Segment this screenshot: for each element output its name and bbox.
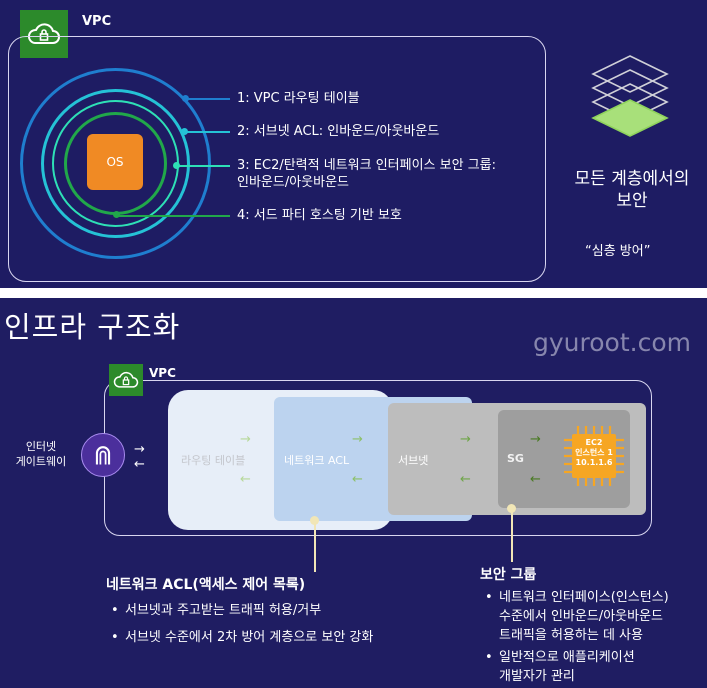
bullet-dot: • [111, 603, 119, 618]
ec2-instance-label: EC2 인스턴스 1 10.1.1.6 [562, 438, 626, 468]
panel-divider [0, 288, 707, 298]
network-acl-label: 네트워크 ACL [284, 454, 350, 467]
igw-inbound-arrow: → [134, 442, 145, 457]
bullet-dot: • [485, 650, 493, 665]
sg-connector-dot [507, 504, 516, 513]
vpc-cloud-icon [20, 10, 68, 58]
sg-bullet-2-line1: 일반적으로 애플리케이션 [499, 650, 635, 665]
defense-in-depth-label: “심층 방어” [585, 244, 651, 259]
nacl-section-title: 네트워크 ACL(액세스 제어 목록) [106, 577, 306, 593]
sg-bullet-1-line3: 트래픽을 허용하는 데 사용 [499, 628, 643, 643]
routing-outbound-arrow: ← [240, 472, 251, 487]
layer-2-text: 2: 서브넷 ACL: 인바운드/아웃바운드 [237, 124, 440, 139]
watermark: gyuroot.com [533, 328, 691, 357]
subnet-label: 서브넷 [398, 454, 429, 467]
bottom-panel: 인프라 구조화 gyuroot.com VPC 인터넷 게이트웨이 → ← 라우… [0, 298, 707, 688]
layer-3-dot [173, 162, 180, 169]
sg-connector [511, 512, 513, 562]
routing-inbound-arrow: → [240, 432, 251, 447]
layer-4-dot [113, 211, 120, 218]
ec2-label-line1: EC2 [585, 438, 603, 447]
sg-bullet-1-line1: 네트워크 인터페이스(인스턴스) [499, 590, 669, 605]
ring-subnet-acl [41, 89, 190, 238]
nacl-connector [314, 524, 316, 572]
internet-gateway-label: 인터넷 게이트웨이 [4, 439, 78, 469]
layer-3-text-line1: 3: EC2/탄력적 네트워크 인터페이스 보안 그룹: [237, 158, 496, 173]
nacl-inbound-arrow: → [352, 432, 363, 447]
subnet-outbound-arrow: ← [460, 472, 471, 487]
layer-2-line [186, 131, 230, 133]
ec2-instance-icon [564, 426, 624, 486]
sg-bullet-2-line2: 개발자가 관리 [499, 669, 575, 684]
os-box: OS [87, 134, 143, 190]
nacl-bullet-2-text: 서브넷 수준에서 2차 방어 계층으로 보안 강화 [125, 630, 374, 645]
vpc-cloud-icon-bottom [109, 364, 143, 396]
layer-3-line [177, 165, 230, 167]
sg-inbound-arrow: → [530, 432, 541, 447]
nacl-bullet-1: • 서브넷과 주고받는 트래픽 허용/거부 [111, 601, 322, 620]
layer-1-line [187, 98, 230, 100]
sg-outbound-arrow: ← [530, 472, 541, 487]
nacl-bullet-2: • 서브넷 수준에서 2차 방어 계층으로 보안 강화 [111, 628, 374, 647]
layer-1-text: 1: VPC 라우팅 테이블 [237, 91, 360, 106]
nacl-connector-dot [310, 516, 319, 525]
layer-4-text: 4: 서드 파티 호스팅 기반 보호 [237, 208, 402, 223]
top-panel: VPC OS 1: VPC 라우팅 테이블 2: 서브넷 ACL: 인바운드/아… [0, 0, 707, 288]
bullet-dot: • [485, 590, 493, 605]
vpc-label-bottom: VPC [149, 366, 176, 380]
layer-4-line [118, 215, 230, 217]
bullet-dot: • [111, 630, 119, 645]
sg-section-title: 보안 그룹 [480, 567, 537, 583]
nacl-bullet-1-text: 서브넷과 주고받는 트래픽 허용/거부 [125, 603, 322, 618]
security-group-label: SG [507, 452, 524, 465]
layer-1-dot [182, 95, 189, 102]
security-every-layer-line2: 보안 [616, 191, 648, 211]
sg-bullet-1: • 네트워크 인터페이스(인스턴스) 수준에서 인바운드/아웃바운드 트래픽을 … [485, 588, 669, 645]
security-every-layer-title: 모든 계층에서의 보안 [566, 168, 698, 212]
vpc-frame [8, 36, 546, 282]
layers-stack-icon [591, 55, 669, 137]
nacl-outbound-arrow: ← [352, 472, 363, 487]
igw-outbound-arrow: ← [134, 457, 145, 472]
ec2-label-line2: 인스턴스 1 [575, 448, 613, 457]
subnet-inbound-arrow: → [460, 432, 471, 447]
security-every-layer-line1: 모든 계층에서의 [574, 169, 690, 189]
vpc-label: VPC [82, 14, 112, 29]
sg-bullet-2: • 일반적으로 애플리케이션 개발자가 관리 [485, 648, 635, 686]
ec2-label-line3: 10.1.1.6 [575, 458, 613, 467]
internet-gateway-label-line1: 인터넷 [25, 440, 57, 453]
page-title: 인프라 구조화 [4, 310, 181, 344]
routing-table-label: 라우팅 테이블 [181, 454, 246, 467]
internet-gateway-label-line2: 게이트웨이 [15, 455, 67, 468]
layer-3-text-line2: 인바운드/아웃바운드 [237, 175, 350, 190]
ring-routing-table [20, 68, 211, 259]
layer-2-dot [181, 128, 188, 135]
sg-bullet-1-line2: 수준에서 인바운드/아웃바운드 [499, 609, 663, 624]
internet-gateway-icon [81, 433, 125, 477]
